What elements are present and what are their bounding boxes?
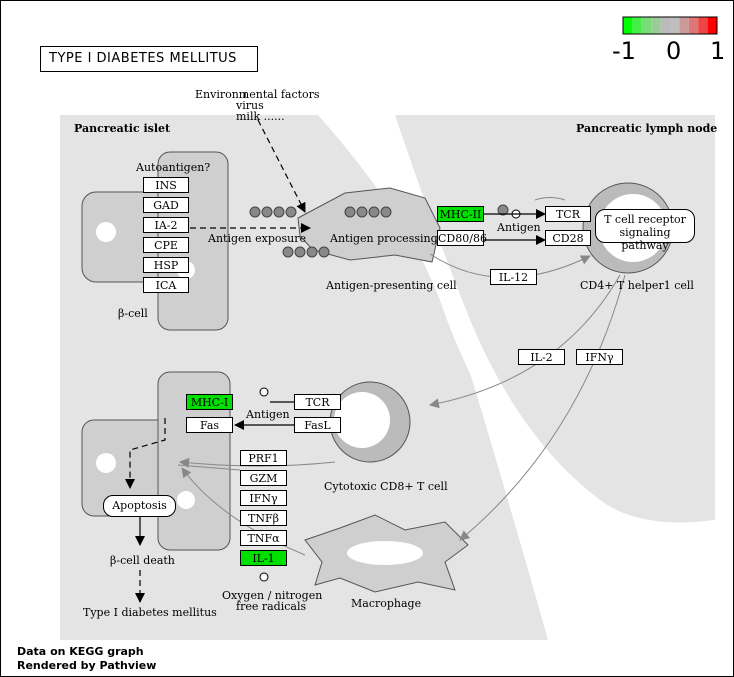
oxygen-label-line1: Oxygen / nitrogen [222,589,323,602]
effector-3[interactable]: TNFβ [240,510,287,526]
pathway-title: TYPE I DIABETES MELLITUS [40,46,258,72]
autoantigen-hsp[interactable]: HSP [143,257,189,273]
legend-swatch-1 [632,17,642,34]
effector-1[interactable]: GZM [240,470,287,486]
legend-swatch-8 [698,17,708,34]
antigen-label-top: Antigen [497,221,541,234]
legend-swatch-9 [707,17,717,34]
outcome-label: Type I diabetes mellitus [83,606,217,619]
gene-fas[interactable]: Fas [186,417,233,433]
environment-line3: milk ...... [236,110,285,123]
legend-swatch-0 [623,17,633,34]
apoptosis-node[interactable]: Apoptosis [103,495,176,517]
legend-mid-label: 0 [666,37,682,65]
legend-swatch-4 [660,17,670,34]
autoantigen-ia-2[interactable]: IA-2 [143,217,189,233]
legend-min-label: -1 [612,37,636,65]
effector-4[interactable]: TNFα [240,530,287,546]
legend-max-label: 1 [710,37,726,65]
environment-line2: virus [236,99,264,112]
antigen-exposure-label: Antigen exposure [208,232,306,245]
autoantigen-gad[interactable]: GAD [143,197,189,213]
effector-5[interactable]: IL-1 [240,550,287,566]
footer-line2: Rendered by Pathview [17,659,157,672]
gene-ifng-top[interactable]: IFNγ [576,349,623,365]
autoantigen-ins[interactable]: INS [143,177,189,193]
environment-line1: Environmental factors [195,88,320,101]
apc-shape [297,187,441,263]
effector-2[interactable]: IFNγ [240,490,287,506]
gene-il12[interactable]: IL-12 [490,269,537,285]
oxygen-label-line2: free radicals [236,600,307,613]
beta-cell-death-label: β-cell death [110,554,175,567]
legend-swatch-7 [688,17,699,34]
beta-cell-label: β-cell [118,307,148,320]
macrophage-label: Macrophage [351,597,422,610]
pancreatic-islet-label: Pancreatic islet [74,122,171,135]
autoantigen-ica[interactable]: ICA [143,277,189,293]
gene-fasl[interactable]: FasL [294,417,341,433]
effector-0[interactable]: PRF1 [240,450,287,466]
antigen-processing-label: Antigen processing [330,232,438,245]
gene-cd80-86[interactable]: CD80/86 [437,230,487,246]
gene-tcr-top[interactable]: TCR [545,206,591,222]
autoantigen-cpe[interactable]: CPE [143,237,189,253]
footer-line1: Data on KEGG graph [17,645,144,658]
legend-swatch-5 [670,17,680,34]
legend-swatch-3 [651,17,661,34]
gene-mhc-ii[interactable]: MHC-II [437,206,484,222]
gene-il2[interactable]: IL-2 [518,349,565,365]
gene-cd28[interactable]: CD28 [545,230,591,246]
apc-label: Antigen-presenting cell [326,279,457,292]
gene-tcr-ctl[interactable]: TCR [294,394,341,410]
tcr-pathway-line1: T cell receptor [604,213,686,226]
th1-cell-label: CD4+ T helper1 cell [580,279,694,292]
legend-swatch-2 [641,17,652,34]
lymph-node-label: Pancreatic lymph node [576,122,718,135]
gene-mhc-i[interactable]: MHC-I [186,394,233,410]
tcr-pathway-link[interactable]: T cell receptor signaling pathway [595,209,695,252]
antigen-label-ctl: Antigen [246,408,290,421]
autoantigen-label: Autoantigen? [136,161,211,174]
tcr-pathway-line2: signaling pathway [619,226,671,252]
legend-color-bar [622,16,718,35]
legend-swatch-6 [679,17,689,34]
ctl-label: Cytotoxic CD8+ T cell [324,480,448,493]
